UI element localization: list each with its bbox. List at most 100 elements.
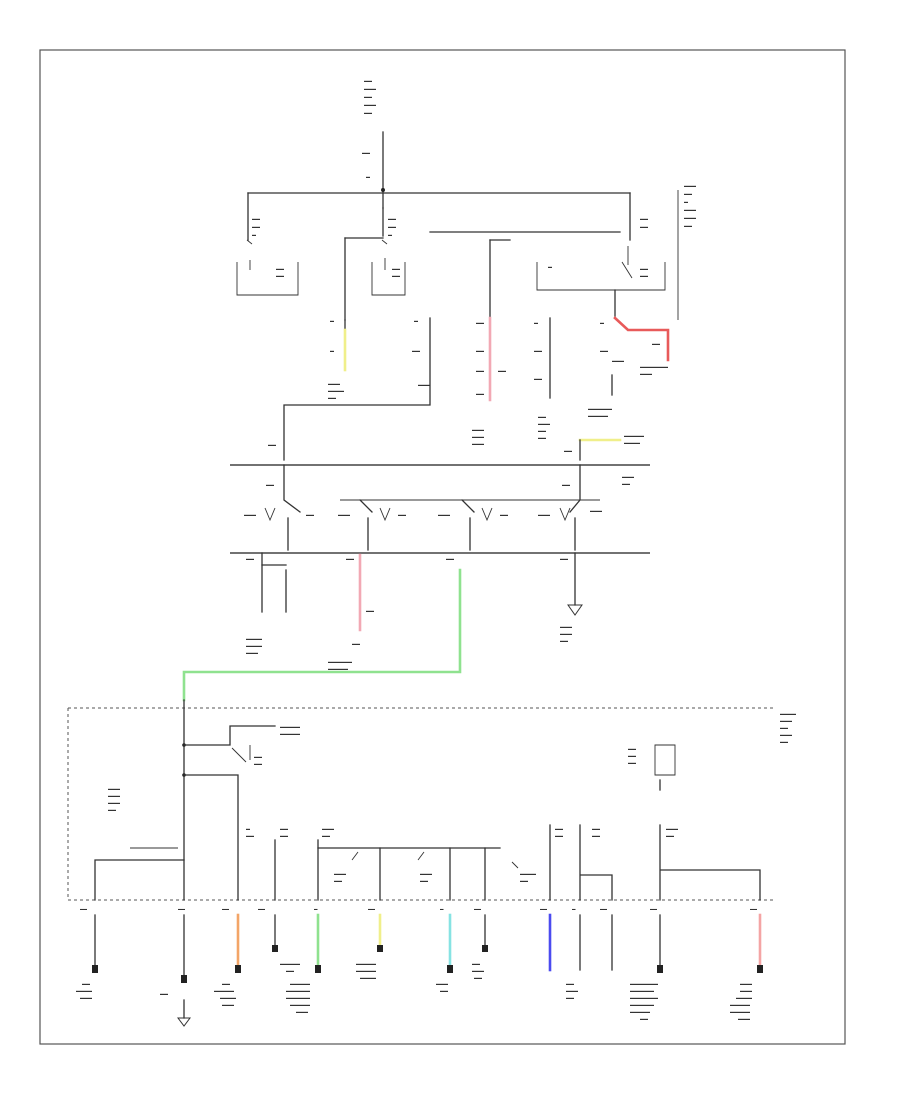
svg-text:▬▬: ▬▬ [252, 216, 260, 221]
svg-text:▬▬▬▬▬: ▬▬▬▬▬ [588, 413, 608, 418]
svg-text:▬▬▬: ▬▬▬ [246, 650, 258, 655]
svg-text:▬▬: ▬▬ [108, 807, 116, 812]
svg-text:▬▬: ▬▬ [600, 348, 608, 353]
svg-text:▬▬: ▬▬ [252, 224, 260, 229]
svg-text:▬▬▬▬: ▬▬▬▬ [520, 871, 536, 876]
svg-text:▬▬: ▬▬ [178, 907, 186, 911]
svg-text:▬▬▬▬: ▬▬▬▬ [246, 643, 262, 648]
svg-text:▬▬: ▬▬ [368, 907, 376, 911]
svg-text:▬▬: ▬▬ [222, 907, 230, 911]
svg-text:▬▬: ▬▬ [364, 110, 372, 115]
svg-text:▬▬▬: ▬▬▬ [612, 358, 624, 363]
svg-text:▬▬: ▬▬ [538, 428, 546, 433]
svg-text:▬▬▬: ▬▬▬ [684, 183, 696, 188]
svg-text:▬▬▬: ▬▬▬ [472, 434, 484, 439]
svg-text:▬▬▬: ▬▬▬ [472, 441, 484, 446]
svg-text:▬▬: ▬▬ [392, 273, 400, 278]
svg-text:▬▬▬: ▬▬▬ [296, 1009, 308, 1014]
svg-text:▬▬: ▬▬ [780, 739, 788, 744]
svg-text:▬▬: ▬▬ [474, 907, 482, 911]
svg-text:▬▬▬▬▬: ▬▬▬▬▬ [630, 1009, 650, 1014]
svg-text:▬: ▬ [572, 907, 576, 911]
svg-text:▬▬: ▬▬ [520, 878, 528, 883]
svg-text:▬▬▬: ▬▬▬ [566, 988, 578, 993]
svg-text:▬▬▬▬▬: ▬▬▬▬▬ [730, 1009, 750, 1014]
svg-text:▬▬: ▬▬ [566, 995, 574, 1000]
red-wire [613, 316, 670, 362]
svg-text:▬▬: ▬▬ [628, 746, 636, 751]
svg-text:▬▬▬▬: ▬▬▬▬ [624, 440, 640, 445]
svg-text:▬: ▬ [414, 318, 418, 323]
svg-text:▬▬: ▬▬ [440, 988, 448, 993]
svg-text:▬▬▬▬▬▬: ▬▬▬▬▬▬ [630, 1002, 654, 1007]
svg-text:▬▬▬: ▬▬▬ [560, 624, 572, 629]
svg-text:▬▬: ▬▬ [388, 224, 396, 229]
svg-text:▬▬: ▬▬ [276, 266, 284, 271]
svg-text:▬▬▬▬: ▬▬▬▬ [76, 988, 92, 993]
svg-text:▬▬▬: ▬▬▬ [472, 968, 484, 973]
svg-text:▬▬▬: ▬▬▬ [684, 207, 696, 212]
svg-text:▬▬: ▬▬ [222, 981, 230, 986]
svg-text:▬▬▬▬: ▬▬▬▬ [246, 636, 262, 641]
svg-text:▬▬: ▬▬ [280, 833, 288, 838]
svg-text:▬▬: ▬▬ [362, 150, 370, 155]
svg-text:▬▬▬: ▬▬▬ [560, 631, 572, 636]
svg-text:▬▬: ▬▬ [446, 556, 454, 561]
svg-text:▬: ▬ [534, 320, 538, 325]
svg-text:▬▬▬: ▬▬▬ [538, 421, 550, 426]
svg-text:▬▬: ▬▬ [82, 981, 90, 986]
svg-text:▬▬: ▬▬ [650, 907, 658, 911]
svg-text:▬▬: ▬▬ [684, 191, 692, 196]
svg-text:▬▬▬▬: ▬▬▬▬ [220, 995, 236, 1000]
svg-text:▬▬: ▬▬ [286, 968, 294, 973]
svg-text:▬: ▬ [600, 320, 604, 325]
svg-text:▬▬▬▬: ▬▬▬▬ [360, 975, 376, 980]
svg-text:▬▬: ▬▬ [640, 1016, 648, 1021]
svg-text:▬▬: ▬▬ [780, 725, 788, 730]
svg-text:▬▬: ▬▬ [555, 826, 563, 831]
svg-text:▬▬: ▬▬ [538, 435, 546, 440]
relay-right: ▬▬▬▬ ▬▬▬▬ ▬ [536, 216, 666, 291]
svg-text:▬▬▬: ▬▬▬ [438, 512, 450, 517]
svg-text:▬▬▬: ▬▬▬ [80, 995, 92, 1000]
svg-text:▬▬: ▬▬ [476, 368, 484, 373]
svg-text:▬▬▬: ▬▬▬ [244, 512, 256, 517]
svg-text:▬▬▬▬▬: ▬▬▬▬▬ [214, 988, 234, 993]
svg-text:▬▬▬: ▬▬▬ [780, 718, 792, 723]
svg-text:▬▬▬: ▬▬▬ [222, 1002, 234, 1007]
green-wire [182, 568, 462, 702]
svg-text:▬▬▬▬▬: ▬▬▬▬▬ [290, 981, 310, 986]
svg-text:▬▬: ▬▬ [420, 878, 428, 883]
svg-text:▬▬▬: ▬▬▬ [738, 1016, 750, 1021]
svg-text:▬▬▬▬▬: ▬▬▬▬▬ [328, 666, 348, 671]
svg-text:▬▬: ▬▬ [306, 512, 314, 517]
svg-text:▬▬: ▬▬ [334, 878, 342, 883]
svg-text:▬▬: ▬▬ [398, 512, 406, 517]
svg-text:▬▬: ▬▬ [666, 833, 674, 838]
svg-text:▬▬: ▬▬ [560, 556, 568, 561]
svg-text:▬▬▬: ▬▬▬ [328, 381, 340, 386]
svg-text:▬▬: ▬▬ [500, 512, 508, 517]
svg-text:▬▬: ▬▬ [750, 907, 758, 911]
svg-text:▬▬▬: ▬▬▬ [590, 508, 602, 513]
svg-text:▬▬▬: ▬▬▬ [436, 981, 448, 986]
svg-text:▬▬▬: ▬▬▬ [364, 86, 376, 91]
svg-text:▬▬▬▬▬: ▬▬▬▬▬ [290, 1002, 310, 1007]
svg-text:▬▬: ▬▬ [498, 368, 506, 373]
svg-text:▬▬: ▬▬ [476, 348, 484, 353]
svg-text:▬▬▬: ▬▬▬ [108, 793, 120, 798]
svg-text:▬▬: ▬▬ [412, 348, 420, 353]
svg-text:▬▬▬▬▬▬: ▬▬▬▬▬▬ [286, 988, 310, 993]
svg-text:▬: ▬ [684, 199, 688, 204]
svg-text:▬▬: ▬▬ [592, 833, 600, 838]
battery-source: ▬▬ ▬▬▬ ▬▬ ▬▬▬ ▬▬ ▬▬ ▬ [362, 78, 385, 209]
svg-text:▬▬▬▬▬: ▬▬▬▬▬ [730, 1002, 750, 1007]
svg-text:▬▬▬▬▬: ▬▬▬▬▬ [624, 433, 644, 438]
svg-text:▬▬▬: ▬▬▬ [418, 382, 430, 387]
svg-text:▬▬▬: ▬▬▬ [740, 981, 752, 986]
svg-text:▬▬: ▬▬ [474, 975, 482, 980]
svg-text:▬▬▬▬: ▬▬▬▬ [328, 388, 344, 393]
svg-text:▬▬: ▬▬ [640, 216, 648, 221]
svg-text:▬▬: ▬▬ [652, 341, 660, 346]
